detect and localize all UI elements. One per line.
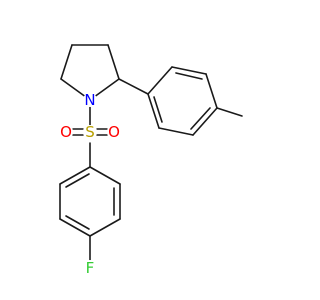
oxygen-atom-label: O — [108, 123, 120, 141]
atom-bg — [107, 125, 121, 139]
bond — [89, 218, 121, 237]
fluorine-atom-label: F — [86, 259, 95, 277]
oxygen-atom-label: O — [60, 123, 72, 141]
atom-labels: N S O O F — [59, 91, 121, 277]
bond — [158, 127, 194, 136]
atom-bg — [83, 125, 97, 139]
bond — [89, 166, 121, 185]
bond — [171, 66, 207, 75]
bond — [59, 218, 91, 237]
bond — [216, 107, 243, 117]
molecule-diagram: N S O O F — [59, 44, 243, 277]
sulfur-atom-label: S — [85, 123, 95, 141]
bond — [59, 166, 91, 185]
bond — [192, 107, 218, 136]
bond — [118, 78, 149, 95]
atom-bg — [59, 125, 73, 139]
bond — [147, 66, 173, 95]
bond — [60, 44, 73, 80]
atom-bg — [83, 260, 97, 274]
nitrogen-atom-label: N — [84, 91, 95, 109]
bond — [147, 93, 160, 129]
bond — [107, 44, 120, 80]
bond — [205, 73, 218, 109]
atom-bg — [83, 93, 97, 107]
bond — [65, 215, 90, 230]
bond — [175, 72, 203, 80]
bond — [65, 173, 90, 188]
bond — [153, 96, 163, 123]
bonds — [59, 44, 243, 261]
bond — [190, 107, 211, 130]
